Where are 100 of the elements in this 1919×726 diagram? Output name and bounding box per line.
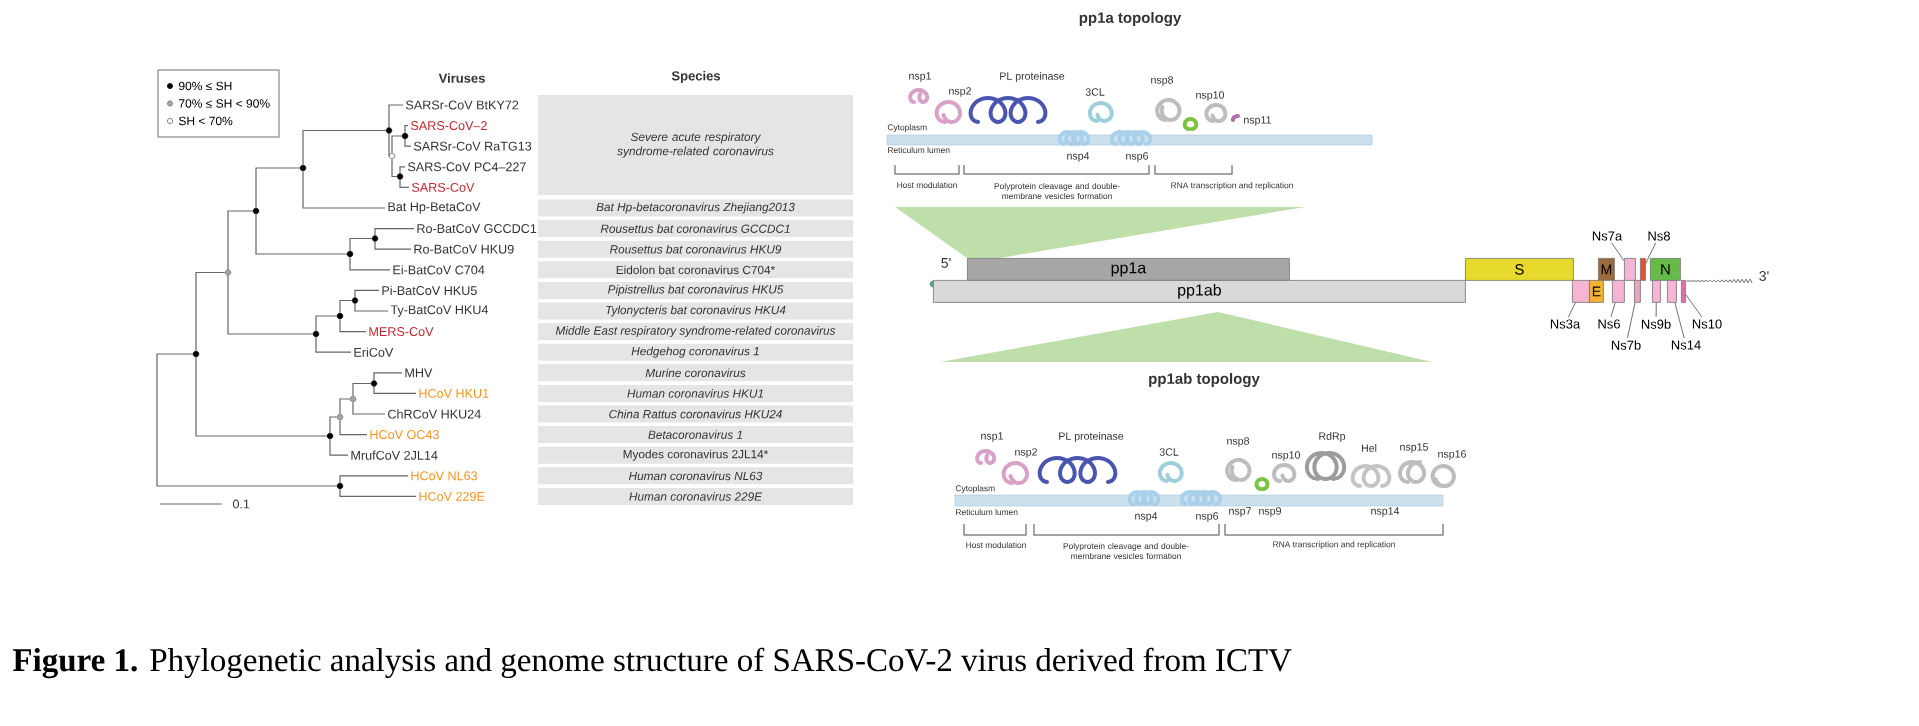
region-label: Polyprotein cleavage and double-membrane vesicles formation bbox=[1063, 542, 1189, 560]
virus-name: Ei-BatCoV C704 bbox=[393, 265, 485, 275]
table-cell: Bat Hp-betacoronavirus Zhejiang2013 bbox=[538, 199, 853, 217]
virus-name: SARS-CoV PC4–227 bbox=[407, 162, 526, 172]
gene-box bbox=[1681, 280, 1686, 303]
tree-branch bbox=[404, 125, 409, 134]
protein-label: nsp1 bbox=[909, 72, 931, 82]
gene-label: Ns14 bbox=[1671, 340, 1701, 350]
tree-branch bbox=[339, 475, 409, 484]
tree-branch bbox=[373, 372, 403, 381]
gene-label: Ns9b bbox=[1641, 319, 1671, 329]
gene-box bbox=[1640, 258, 1646, 281]
leader-line bbox=[1655, 302, 1657, 318]
table-cell: Betacoronavirus 1 bbox=[538, 426, 853, 444]
table-cell: Hedgehog coronavirus 1 bbox=[538, 343, 853, 361]
scale-label: 0.1 bbox=[232, 499, 250, 509]
protein-label: nsp10 bbox=[1196, 91, 1225, 101]
column-header: Species bbox=[671, 70, 721, 84]
protein-label: nsp4 bbox=[1067, 152, 1090, 162]
gene-box bbox=[1572, 280, 1590, 303]
gene-box: pp1a bbox=[967, 258, 1290, 281]
gene-box: M bbox=[1598, 258, 1615, 281]
protein-label: nsp14 bbox=[1371, 507, 1400, 517]
protein-label: nsp6 bbox=[1126, 152, 1149, 162]
protein-label: nsp11 bbox=[1244, 116, 1271, 126]
gene-label: Ns7b bbox=[1611, 340, 1641, 350]
gene-box bbox=[1634, 280, 1641, 303]
gene-label: Ns10 bbox=[1692, 319, 1722, 329]
table-cell: Human coronavirus 229E bbox=[538, 487, 853, 505]
leader-line bbox=[1611, 242, 1625, 262]
tree-branch bbox=[388, 133, 390, 157]
region-label: RNA transcription and replication bbox=[1273, 541, 1395, 549]
virus-name: Ty-BatCoV HKU4 bbox=[390, 305, 489, 317]
tree-branch bbox=[399, 179, 410, 188]
tree-branch bbox=[349, 237, 373, 252]
tree-branch bbox=[388, 104, 404, 128]
table-cell: Rousettus bat coronavirus HKU9 bbox=[538, 240, 853, 258]
tree-branch bbox=[374, 241, 412, 250]
region-label: Host modulation bbox=[966, 541, 1026, 549]
virus-name: MERS-CoV bbox=[369, 327, 434, 337]
legend-text: 90% ≤ SH bbox=[178, 81, 232, 91]
leader-line bbox=[1627, 302, 1636, 339]
tree-branch bbox=[329, 416, 338, 434]
tree-branch bbox=[302, 129, 387, 166]
tree-branch bbox=[156, 353, 338, 487]
end-label: 3' bbox=[1759, 271, 1769, 281]
gene-box: S bbox=[1465, 258, 1574, 281]
protein-label: 3CL bbox=[1085, 88, 1105, 96]
protein-label: nsp9 bbox=[1259, 507, 1281, 517]
tree-branch bbox=[339, 398, 351, 415]
protein-label: PL proteinase bbox=[1000, 72, 1065, 82]
tree-branch bbox=[404, 138, 412, 147]
gene-box: N bbox=[1650, 258, 1681, 281]
table-cell: Murine coronavirus bbox=[538, 364, 853, 382]
virus-name: Pi-BatCoV HKU5 bbox=[382, 285, 477, 295]
tree-branch bbox=[255, 213, 348, 255]
virus-name: EriCoV bbox=[354, 347, 394, 357]
gene-box bbox=[1667, 280, 1677, 303]
region-label: Reticulum lumen bbox=[956, 508, 1018, 516]
leader-line bbox=[1685, 294, 1703, 318]
virus-name: SARSr-CoV RaTG13 bbox=[413, 141, 532, 151]
protein-label: Hel bbox=[1361, 444, 1377, 452]
tree-branch bbox=[255, 167, 301, 209]
tree-branch bbox=[227, 210, 254, 270]
leader-line bbox=[1674, 302, 1685, 339]
virus-name: MHV bbox=[405, 368, 433, 378]
tree-branch bbox=[373, 386, 417, 394]
panel-title: pp1a topology bbox=[1079, 12, 1182, 26]
panel-title: pp1ab topology bbox=[1149, 373, 1260, 387]
region-label: Cytoplasm bbox=[955, 485, 995, 493]
protein-label: nsp8 bbox=[1151, 76, 1174, 86]
protein-label: nsp15 bbox=[1400, 443, 1428, 453]
table-cell: Severe acute respiratory syndrome-related coronavirus bbox=[538, 95, 853, 195]
leader-line bbox=[1645, 242, 1657, 264]
table-cell: Pipistrellus bat coronavirus HKU5 bbox=[538, 281, 853, 299]
virus-name: SARSr-CoV BtKY72 bbox=[405, 100, 519, 110]
region-label: RNA transcription and replication bbox=[1171, 182, 1293, 190]
table-cell: Human coronavirus NL63 bbox=[538, 467, 853, 485]
virus-name: Ro-BatCoV HKU9 bbox=[414, 244, 514, 254]
tree-branch bbox=[195, 271, 226, 352]
region-label: Reticulum lumen bbox=[888, 146, 950, 154]
tree-branch bbox=[315, 315, 338, 332]
tree-branch bbox=[391, 158, 398, 178]
protein-label: 3CL bbox=[1159, 448, 1179, 456]
virus-name: HCoV OC43 bbox=[370, 430, 439, 440]
table-cell: Eidolon bat coronavirus C704* bbox=[538, 261, 853, 279]
gene-box bbox=[1612, 280, 1625, 303]
tree-branch bbox=[352, 382, 372, 397]
tree-branch bbox=[315, 336, 352, 353]
virus-name: Ro-BatCoV GCCDC1 bbox=[417, 224, 537, 234]
tree-branch bbox=[339, 488, 417, 497]
tree-branch bbox=[352, 401, 386, 415]
protein-label: RdRp bbox=[1319, 432, 1346, 442]
tree-branch bbox=[339, 318, 367, 333]
virus-name: HCoV HKU1 bbox=[419, 388, 489, 398]
tree-branch bbox=[399, 166, 406, 174]
tree-branch bbox=[339, 299, 353, 314]
gene-label: Ns8 bbox=[1648, 231, 1670, 241]
virus-name: SARS-CoV–2 bbox=[410, 121, 487, 131]
region-label: Host modulation bbox=[897, 181, 957, 189]
